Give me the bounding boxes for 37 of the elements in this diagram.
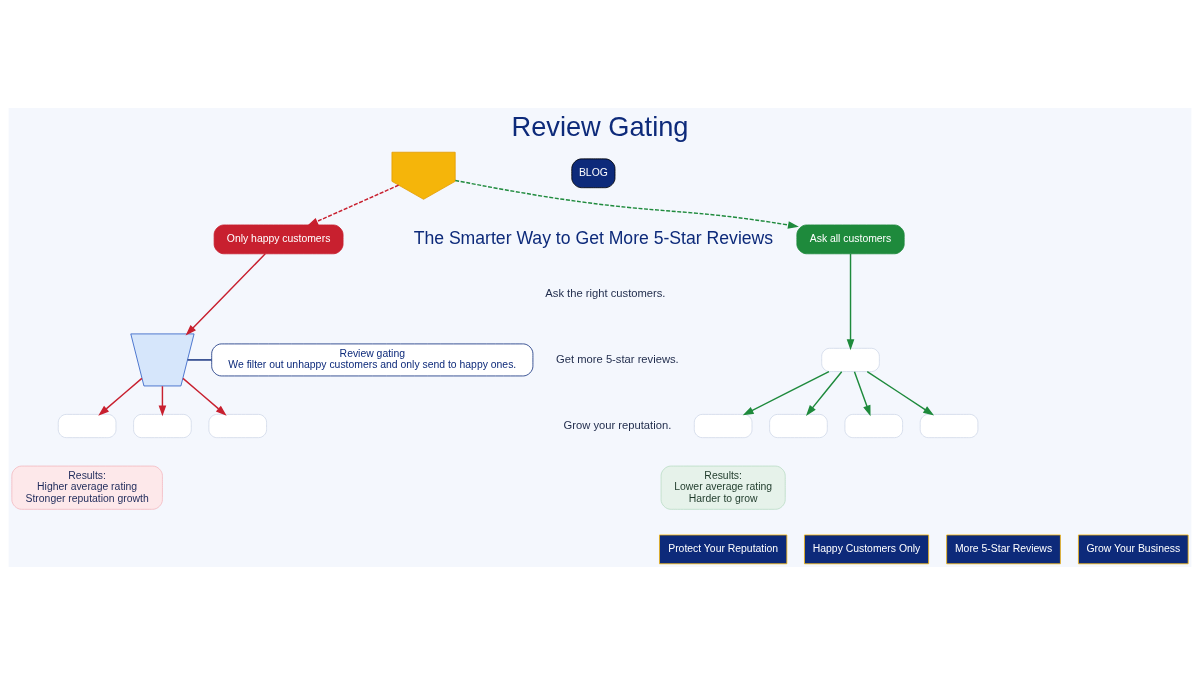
- label: Happy Customers Only: [812, 543, 921, 555]
- node-picture: [130, 333, 195, 387]
- node-box: [57, 414, 117, 439]
- node-box: [769, 414, 828, 439]
- node-box: [844, 414, 903, 439]
- node-picture: [391, 151, 456, 200]
- label: More 5-Star Reviews: [954, 543, 1053, 555]
- arrow: [158, 385, 167, 417]
- label: Grow Your Business: [1086, 543, 1181, 555]
- node-box: [693, 414, 753, 439]
- arrow: [307, 184, 400, 226]
- arrow: [185, 253, 266, 336]
- arrow: [866, 370, 935, 416]
- diagram-title: Review Gating: [511, 111, 689, 143]
- node-box: [208, 414, 267, 439]
- connector: [186, 359, 213, 361]
- node-box: [133, 414, 192, 439]
- arrow: [846, 253, 855, 351]
- label: BLOG: [578, 167, 608, 179]
- node-box: Results: Higher average rating Stronger reputation growth: [11, 465, 163, 510]
- node-box: Only happy customers: [213, 224, 344, 255]
- node-box: [821, 347, 880, 372]
- arrow: [805, 370, 843, 416]
- label: The Smarter Way to Get More 5-Star Reviews: [413, 227, 774, 248]
- label: Get more 5-star reviews.: [556, 352, 679, 365]
- node-box: Ask all customers: [796, 224, 905, 255]
- arrow: [454, 179, 799, 229]
- label: Ask the right customers.: [545, 286, 666, 299]
- node-box: Review gating We filter out unhappy customers and only send to happy ones.: [211, 343, 534, 377]
- arrow: [853, 370, 871, 417]
- label: Protect Your Reputation: [668, 543, 779, 555]
- arrow: [98, 377, 143, 416]
- node-box: [919, 414, 979, 439]
- arrow: [182, 377, 227, 416]
- label: Grow your reputation.: [563, 418, 672, 431]
- arrow: [742, 370, 830, 416]
- node-box: Results: Lower average rating Harder to grow: [660, 465, 786, 510]
